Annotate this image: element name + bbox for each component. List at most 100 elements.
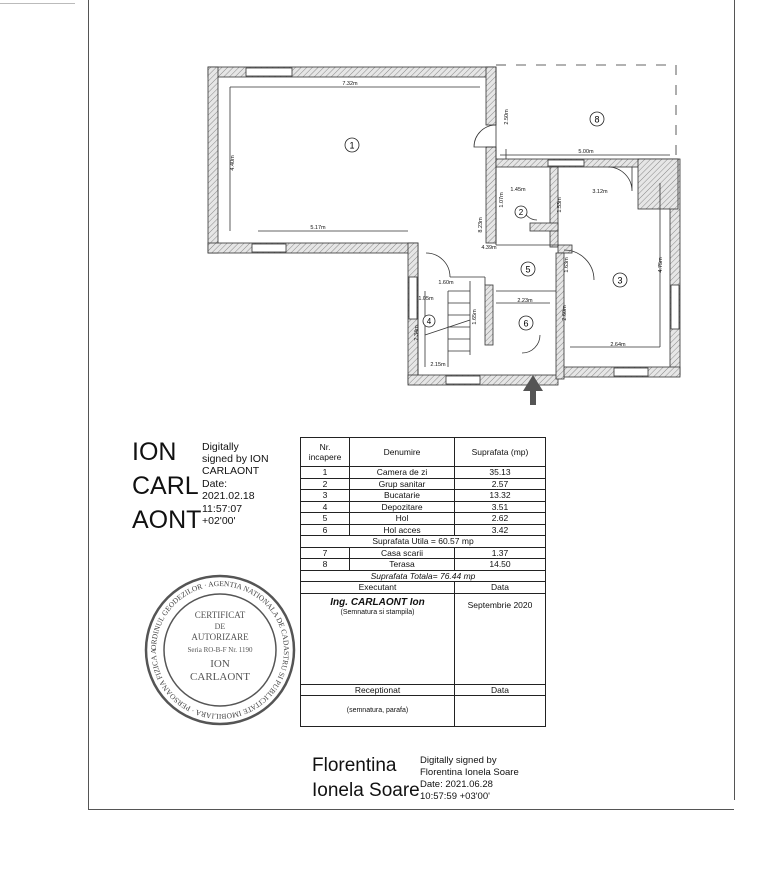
page-left-border xyxy=(88,0,89,810)
dimension-label: 7.32m xyxy=(342,81,358,87)
stamp-line: DE xyxy=(215,622,226,631)
receptionat-row: (semnatura, parafa) xyxy=(300,695,546,727)
floor-plan: 1 2 3 4 5 6 8 7.32m 4.40m 5.17m 2.50m 5.… xyxy=(207,64,681,405)
dimension-label: 2.23m xyxy=(517,298,533,304)
row-area: 1.37 xyxy=(454,546,546,559)
table-row: 6 Hol acces 3.42 xyxy=(300,523,546,536)
dimension-label: 4.75m xyxy=(658,257,664,273)
row-area: 13.32 xyxy=(454,489,546,502)
executant-sign-note: (Semnatura si stampila) xyxy=(340,608,415,616)
dimension-label: 2.60m xyxy=(562,305,568,321)
executant-name: Ing. CARLAONT Ion xyxy=(330,596,425,608)
room-6-label: 6 xyxy=(523,319,528,329)
dimension-label: 4.39m xyxy=(481,245,497,251)
room-1-label: 1 xyxy=(349,141,354,151)
signer-name-line: AONT xyxy=(132,506,202,534)
dimension-label: 1.45m xyxy=(510,187,526,193)
rooms-table: Nr. incapere Denumire Suprafata (mp) 1 C… xyxy=(300,437,546,727)
row-name: Hol acces xyxy=(349,523,455,536)
dimension-label: 1.05m xyxy=(418,296,434,302)
column-header: Suprafata (mp) xyxy=(454,437,546,467)
row-number: 5 xyxy=(300,512,350,525)
row-name: Camera de zi xyxy=(349,466,455,479)
util-total-row: Suprafata Utila = 60.57 mp xyxy=(300,535,546,548)
dimension-label: 1.65m xyxy=(472,309,478,325)
signer-name-line: ION xyxy=(132,438,177,466)
signer-name-line: CARL xyxy=(132,472,199,500)
walls xyxy=(207,66,681,386)
dimension-label: 4.40m xyxy=(230,155,236,171)
receptionat-sign-note: (semnatura, parafa) xyxy=(300,695,455,727)
room-4-label: 4 xyxy=(427,317,432,326)
signature-detail: Date: xyxy=(202,478,228,490)
table-header-row: Nr. incapere Denumire Suprafata (mp) xyxy=(300,437,546,467)
room-number-8: 8 xyxy=(589,111,605,127)
row-name: Bucatarie xyxy=(349,489,455,502)
signature-detail: CARLAONT xyxy=(202,465,260,477)
room-3-label: 3 xyxy=(617,276,622,286)
dimension-label: 2.64m xyxy=(610,342,626,348)
column-header: Denumire xyxy=(349,437,455,467)
windows xyxy=(245,67,680,385)
room-number-4: 4 xyxy=(422,314,436,328)
room-5-label: 5 xyxy=(525,265,530,275)
row-number: 7 xyxy=(300,546,350,559)
signer-name-line: Florentina xyxy=(312,755,397,776)
page-right-border xyxy=(734,0,735,800)
row-number: 6 xyxy=(300,523,350,536)
receptionat-label: Receptionat xyxy=(300,683,455,696)
signature-detail: signed by ION xyxy=(202,453,269,465)
dimension-label: 3.12m xyxy=(592,189,608,195)
signature-detail: +02'00' xyxy=(202,515,236,527)
table-row: 7 Casa scarii 1.37 xyxy=(300,546,546,559)
dimension-label: 2.50m xyxy=(504,109,510,125)
row-area: 14.50 xyxy=(454,558,546,571)
executant-cell: Ing. CARLAONT Ion (Semnatura si stampila… xyxy=(300,592,455,685)
receptionat-data-label: Data xyxy=(454,683,546,696)
column-header: Nr. incapere xyxy=(300,437,350,467)
stamp-line: Seria RO-B-F Nr. 1190 xyxy=(187,646,253,654)
row-area: 3.51 xyxy=(454,500,546,513)
stamp-line: CARLAONT xyxy=(190,671,250,683)
dimension-label: 2.34m xyxy=(414,325,420,341)
signature-detail: 2021.02.18 xyxy=(202,490,255,502)
dimension-label: 1.53m xyxy=(557,197,563,213)
row-area: 2.57 xyxy=(454,477,546,490)
row-number: 2 xyxy=(300,477,350,490)
room-8-label: 8 xyxy=(594,115,599,125)
table-row: 1 Camera de zi 35.13 xyxy=(300,466,546,479)
executant-header-row: Executant Data xyxy=(300,581,546,594)
room-number-6: 6 xyxy=(518,315,534,331)
signer-name-line: Ionela Soare xyxy=(312,780,420,801)
table-row: 3 Bucatarie 13.32 xyxy=(300,489,546,502)
executant-date: Septembrie 2020 xyxy=(454,592,546,685)
signature-detail: Digitally xyxy=(202,441,239,453)
thin-lines xyxy=(229,64,677,375)
dimension-label: 1.60m xyxy=(438,280,454,286)
row-name: Grup sanitar xyxy=(349,477,455,490)
dimension-label: 1.07m xyxy=(499,192,505,208)
util-total: Suprafata Utila = 60.57 mp xyxy=(300,535,546,548)
grand-total: Suprafata Totala= 76.44 mp xyxy=(300,569,546,582)
grand-total-row: Suprafata Totala= 76.44 mp xyxy=(300,569,546,582)
signature-detail: Digitally signed by xyxy=(420,755,497,766)
signature-detail: 10:57:59 +03'00' xyxy=(420,791,490,802)
row-area: 2.62 xyxy=(454,512,546,525)
dimension-label: 2.15m xyxy=(430,362,446,368)
room-number-2: 2 xyxy=(514,205,528,219)
dimension-label: 5.00m xyxy=(578,149,594,155)
dimension-label: 8.23m xyxy=(478,217,484,233)
room-number-3: 3 xyxy=(612,272,628,288)
row-name: Depozitare xyxy=(349,500,455,513)
row-name: Casa scarii xyxy=(349,546,455,559)
row-name: Terasa xyxy=(349,558,455,571)
receptionat-date-cell xyxy=(454,695,546,727)
table-row: 5 Hol 2.62 xyxy=(300,512,546,525)
table-row: 2 Grup sanitar 2.57 xyxy=(300,477,546,490)
stamp-line: CERTIFICAT xyxy=(195,610,246,620)
table-row: 8 Terasa 14.50 xyxy=(300,558,546,571)
signature-detail: 11:57:07 xyxy=(202,503,243,515)
signature-detail: Date: 2021.06.28 xyxy=(420,779,493,790)
table-row: 4 Depozitare 3.51 xyxy=(300,500,546,513)
room-number-1: 1 xyxy=(344,137,360,153)
